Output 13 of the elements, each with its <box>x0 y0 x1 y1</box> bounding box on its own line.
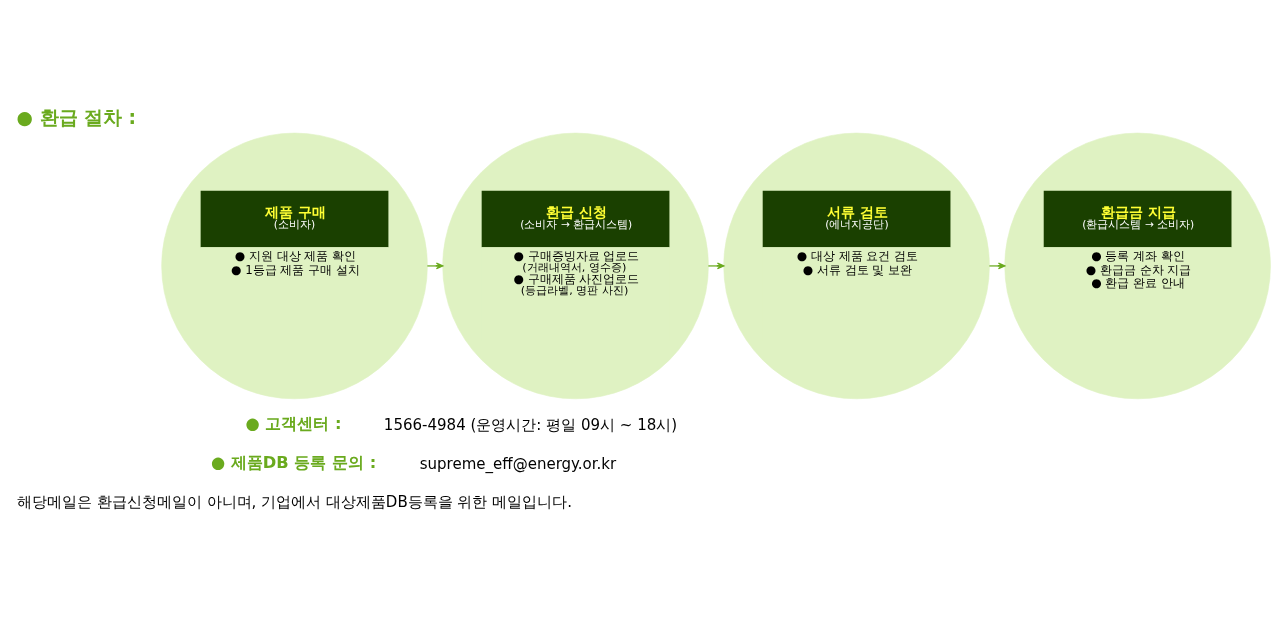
label: ● 제품DB 등록 문의 : <box>210 453 377 473</box>
node-circle: 환급 신청 (소비자 → 환급시스템) ● 구매증빙자료 업로드 (거래내역서, 영수증) ● 구매제품 사진업로드 (등급라벨, 명판 사진) <box>442 132 709 400</box>
node-circle: 제품 구매 (소비자) ● 지원 대상 제품 확인 ● 1등급 제품 구매 설치 <box>161 132 428 400</box>
label: ● 고객센터 : <box>245 414 342 434</box>
node-circle: 서류 검토 (에너지공단) ● 대상 제품 요건 검토 ● 서류 검토 및 보완 <box>723 132 990 400</box>
label: 1566-4984 (운영시간: 평일 09시 ~ 18시) <box>383 415 678 434</box>
diagram-title: ● 환급 절차 : <box>16 107 137 129</box>
node-circle: 환급금 지급 (환급시스템 → 소비자) ● 등록 계좌 확인 ● 환급금 순차 지급 ● 환급 완료 안내 <box>1004 132 1271 400</box>
label: 해당메일은 환급신청메일이 아니며, 기업에서 대상제품DB등록을 위한 메일입니다. <box>17 493 573 512</box>
arrow <box>988 262 1006 270</box>
arrow <box>426 262 444 270</box>
label: supreme_eff@energy.or.kr <box>419 454 617 473</box>
arrow <box>707 262 725 270</box>
